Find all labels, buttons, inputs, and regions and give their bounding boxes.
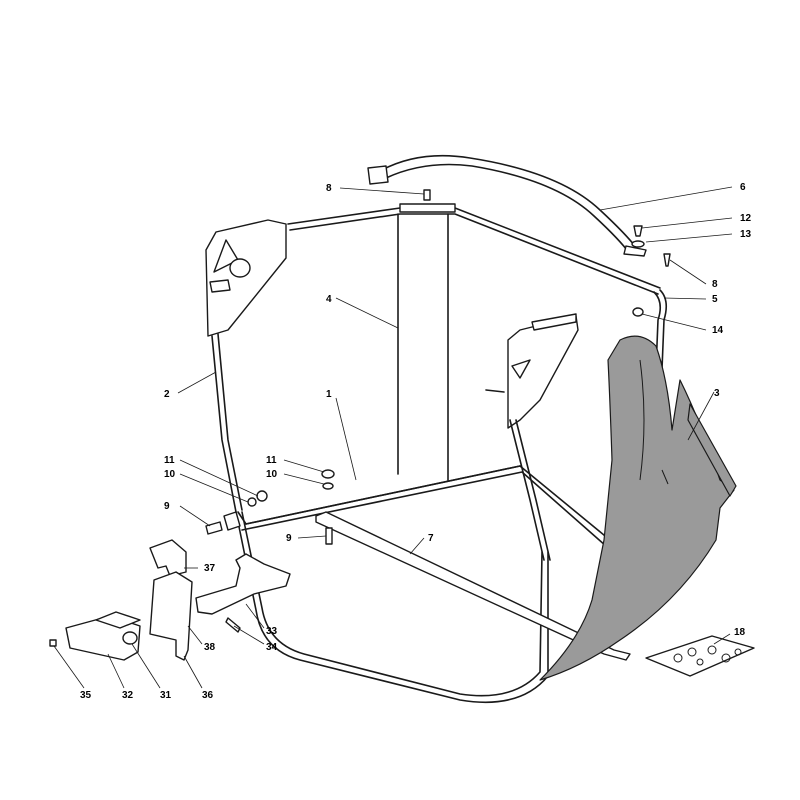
callout-11-left: 11 — [164, 455, 175, 466]
callout-4: 4 — [326, 294, 332, 305]
callout-36: 36 — [202, 690, 214, 701]
part-2-left-frame — [205, 219, 521, 525]
callout-6: 6 — [740, 182, 746, 193]
callout-33: 33 — [266, 626, 278, 637]
callout-31: 31 — [160, 690, 172, 701]
callout-38: 38 — [204, 642, 216, 653]
part-3-catcher-bag — [539, 335, 737, 681]
callout-8-top: 8 — [326, 183, 332, 194]
callout-9-left: 9 — [164, 501, 170, 512]
callout-18: 18 — [734, 627, 746, 638]
callout-10-center: 10 — [266, 469, 278, 480]
part-5-right-frame — [485, 289, 668, 429]
callout-1: 1 — [326, 389, 332, 400]
callout-5: 5 — [712, 294, 718, 305]
callout-12: 12 — [740, 213, 752, 224]
callout-34: 34 — [266, 642, 278, 653]
callout-11-center: 11 — [266, 455, 277, 466]
callout-3: 3 — [714, 388, 720, 399]
part-4-rear-panel — [287, 203, 661, 481]
callout-7: 7 — [428, 533, 434, 544]
leader-lines — [53, 186, 733, 689]
callout-32: 32 — [122, 690, 134, 701]
latch-assembly — [49, 539, 291, 661]
part-1-bottom-frame — [235, 419, 613, 703]
callout-9-center: 9 — [286, 533, 292, 544]
hardware-fasteners — [205, 189, 671, 545]
callout-2: 2 — [164, 389, 170, 400]
callout-13: 13 — [740, 229, 752, 240]
part-7-bottom-strap — [315, 511, 631, 661]
part-18-hardware-kit — [645, 635, 755, 677]
callout-35: 35 — [80, 690, 92, 701]
part-6-handle — [367, 154, 647, 257]
callout-37: 37 — [204, 563, 216, 574]
callout-10-left: 10 — [164, 469, 176, 480]
callout-14: 14 — [712, 325, 724, 336]
callout-8-right: 8 — [712, 279, 718, 290]
callout-labels: 8 6 12 13 8 5 14 3 4 2 1 11 10 11 10 9 9… — [80, 182, 752, 701]
